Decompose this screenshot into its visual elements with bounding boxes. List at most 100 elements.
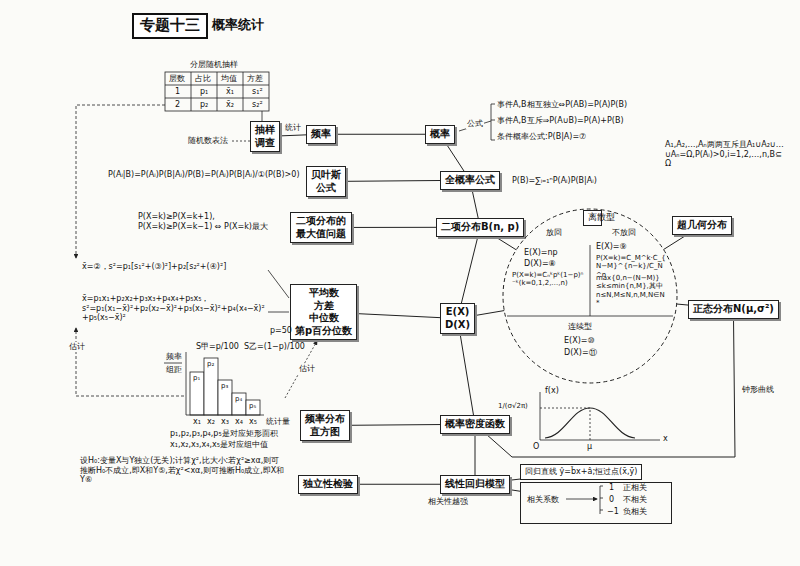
- node-text: 正态分布N(μ,σ²): [693, 303, 774, 316]
- annotation: 概率统计: [212, 17, 264, 33]
- connector: [510, 490, 520, 492]
- topic-box: 相关系数1正相关0不相关−1负相关: [520, 482, 672, 524]
- topic-box: 线性回归模型: [440, 475, 510, 494]
- node-text: 方差: [295, 300, 352, 313]
- annotation: x₂: [207, 417, 215, 427]
- node-text: P(X=k)=Cₙᵏpᵏ(1−p)ⁿ⁻ᵏ(k=0,1,2,…,n): [512, 271, 586, 288]
- title: 专题十三: [132, 13, 208, 39]
- node-text: E(X)=⑩: [564, 336, 595, 346]
- node-text: D(X): [445, 319, 470, 332]
- node-text: 中位数: [295, 312, 352, 325]
- annotation: P(Aᵢ|B)=P(Aᵢ)P(B|Aᵢ)/P(B)=P(Aᵢ)P(B|Aᵢ)/①…: [108, 170, 300, 180]
- sampling-table-grid: [76, 72, 269, 396]
- node-text: 连续型: [568, 322, 592, 332]
- histogram: [164, 341, 317, 415]
- annotation: x̄₂: [226, 100, 234, 110]
- annotation: x̄=②，s²=p₁[s₁²+(③)²]+p₂[s₂²+(④)²]: [82, 262, 267, 272]
- annotation: x̄=p₁x₁+p₂x₂+p₃x₃+p₄x₄+p₅x₅，s²=p₁(x₁−x̄)…: [82, 294, 267, 323]
- connector: [350, 424, 440, 426]
- connector: [336, 134, 425, 135]
- node-text: max{0,n−(N−M)}≤k≤min{n,M},其中n≤N,M≤N,n,M,…: [596, 274, 666, 308]
- node-text: 概率: [430, 128, 450, 141]
- node-text: 相关系数: [527, 495, 559, 505]
- topic-box: 全概率公式: [440, 171, 500, 190]
- node-text: 不相关: [623, 495, 647, 505]
- annotation: p₁,p₂,p₃,p₄,p₅是对应矩形面积: [170, 429, 278, 439]
- topic-box: 超几何分布: [672, 216, 732, 235]
- connector: [461, 237, 477, 304]
- node-text: E(X): [445, 306, 470, 319]
- annotation: 1: [175, 87, 180, 97]
- node-text: 二项分布B(n, p): [441, 221, 519, 234]
- topic-box: 贝叶斯公式: [306, 166, 346, 197]
- node-text: 第p百分位数: [295, 325, 352, 338]
- annotation: s₁²: [252, 87, 263, 97]
- topic-box: 概率密度函数: [440, 415, 510, 434]
- annotation: x₃: [221, 417, 229, 427]
- annotation: 统计量: [266, 417, 290, 427]
- topic-box: 离散型: [583, 210, 602, 226]
- topic-box: 频率: [306, 125, 336, 144]
- annotation: x₁,x₂,x₃,x₄,x₅是对应组中值: [170, 440, 268, 450]
- connector: [346, 180, 440, 182]
- annotation: 条件概率公式:P(B|A)=⑦: [497, 132, 586, 142]
- annotation: p₂: [207, 360, 214, 368]
- annotation: A₁,A₂,…,Aₙ两两互斥且A₁∪A₂∪…∪Aₙ=Ω,P(Aᵢ)>0,i=1,…: [665, 140, 785, 169]
- connector: [352, 227, 436, 228]
- connector: [446, 144, 464, 172]
- annotation: p₂: [200, 100, 208, 110]
- connector: [485, 319, 735, 458]
- annotation: 均值: [221, 74, 237, 84]
- node-text: 放回: [546, 228, 562, 238]
- annotation: x̄₁: [226, 87, 234, 97]
- connector: [280, 135, 306, 136]
- annotation: 层数: [169, 74, 185, 84]
- topic-box: 回归直线 ŷ=b̂x+â;恒过点(x̄,ȳ): [520, 464, 642, 480]
- annotation: P(B)=∑ᵢ₌₁ⁿP(Aᵢ)P(B|Aᵢ): [512, 176, 597, 186]
- node-text: D(X)=⑧: [524, 259, 556, 269]
- node-text: 抽样调查: [255, 124, 275, 149]
- annotation: P(X=k)≥P(X=k+1), P(X=k)≥P(X=k−1) ⇔ P(X=k…: [138, 212, 286, 231]
- annotation: μ: [587, 442, 592, 452]
- distribution-circle: 放回不放回E(X)=⑨P(X=k)=C_M^k·C_{N−M}^{n−k}/C_…: [502, 208, 678, 384]
- annotation: 占比: [195, 74, 211, 84]
- topic-box: 平均数方差中位数第p百分位数: [290, 284, 357, 340]
- node-text: −1: [607, 507, 619, 517]
- annotation: 组距: [166, 365, 182, 375]
- topic-box: 频率分布直方图: [300, 410, 350, 441]
- annotation: 1/(σ√2π): [498, 402, 528, 410]
- node-text: 不放回: [612, 228, 636, 238]
- connector: [510, 479, 520, 480]
- node-text: 1: [609, 483, 614, 493]
- node-text: 离散型: [588, 213, 597, 223]
- connector: [357, 314, 440, 318]
- node-text: 负相关: [623, 507, 647, 517]
- annotation: 相关性越强: [428, 497, 468, 507]
- connector: [495, 237, 516, 250]
- topic-box: E(X)D(X): [440, 303, 475, 334]
- node-text: 平均数: [295, 287, 352, 300]
- node-text: 概率密度函数: [445, 418, 505, 431]
- node-text: 线性回归模型: [445, 478, 505, 491]
- connector: [472, 190, 478, 219]
- annotation: 估计: [298, 364, 316, 374]
- connector: [677, 304, 688, 305]
- topic-box: 概率: [425, 125, 455, 144]
- topic-box: 二项分布B(n, p): [436, 218, 524, 237]
- annotation: 随机数表法: [188, 136, 228, 146]
- connector: [358, 484, 440, 485]
- edge-label: 统计: [284, 123, 302, 133]
- node-text: E(X)=np: [524, 248, 558, 258]
- annotation: 公式: [466, 119, 484, 129]
- correlation-scale: [566, 486, 603, 514]
- annotation: x₄: [235, 417, 243, 427]
- annotation: p₃: [221, 382, 228, 390]
- annotation: p₁: [193, 374, 200, 382]
- normal-curve: [540, 392, 660, 440]
- annotation: s₂²: [252, 100, 263, 110]
- node-text: D(X)=⑪: [564, 348, 597, 358]
- annotation: f(x): [545, 386, 559, 396]
- node-text: E(X)=⑨: [596, 242, 627, 252]
- annotation: 分层随机抽样: [190, 60, 238, 70]
